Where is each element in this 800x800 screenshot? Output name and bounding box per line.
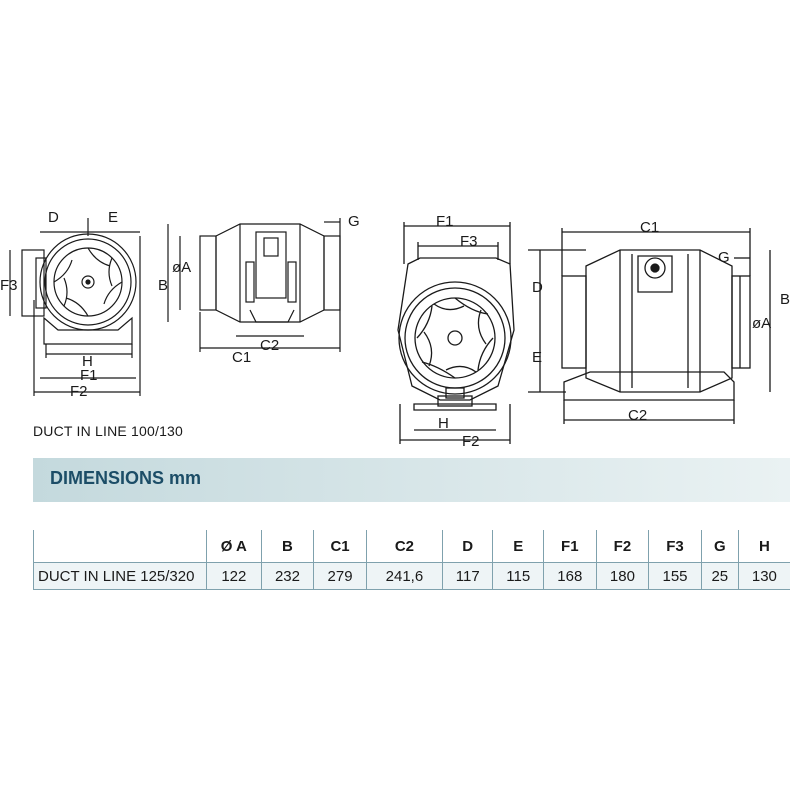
dim-label-g: G	[348, 213, 360, 230]
table-cell: 232	[260, 562, 314, 590]
dim-label-oa: øA	[752, 315, 771, 332]
table-header-cell: D	[441, 530, 493, 563]
table-cell: 180	[595, 562, 649, 590]
dim-label-c2: C2	[260, 337, 279, 354]
dim-label-c1: C1	[232, 349, 251, 366]
table-header-cell: F3	[648, 530, 702, 563]
dim-label-h: H	[438, 415, 449, 432]
dim-label-e: E	[108, 209, 118, 226]
dimensions-unit: mm	[169, 468, 202, 488]
table-header-empty	[33, 530, 207, 563]
dim-label-f2: F2	[70, 383, 88, 400]
dim-label-e: E	[532, 349, 542, 366]
dimensions-title-text: DIMENSIONS	[50, 468, 165, 488]
dim-label-f2: F2	[462, 433, 480, 450]
table-header-cell: G	[700, 530, 739, 563]
table-cell: 130	[737, 562, 790, 590]
table-header-row: Ø A B C1 C2 D E F1 F2 F3 G H	[33, 530, 790, 563]
front-view-small	[9, 218, 141, 396]
dim-label-f3: F3	[0, 277, 18, 294]
technical-drawings: D E F3 H F1 F2 G B øA C2 C1	[0, 209, 790, 450]
dim-label-d: D	[48, 209, 59, 226]
table-header-cell: H	[737, 530, 790, 563]
table-cell: 25	[700, 562, 739, 590]
table-header-cell: Ø A	[206, 530, 262, 563]
table-cell: 122	[206, 562, 262, 590]
dim-label-f1: F1	[80, 367, 98, 384]
dimensions-title: DIMENSIONS mm	[50, 468, 201, 489]
table-header-cell: C2	[365, 530, 443, 563]
dim-label-f1: F1	[436, 213, 454, 230]
table-header-cell: F1	[543, 530, 597, 563]
front-view-small-labels: D E F3 H F1 F2	[0, 209, 118, 400]
side-view-large	[528, 228, 771, 424]
front-view-large	[397, 222, 515, 444]
table-row: DUCT IN LINE 125/320 122 232 279 241,6 1…	[33, 562, 790, 590]
table-header-cell: B	[260, 530, 314, 563]
side-view-small-labels: G B øA C2 C1	[158, 213, 360, 366]
table-cell: 117	[441, 562, 493, 590]
dim-label-g: G	[718, 249, 730, 266]
table-header-cell: E	[492, 530, 544, 563]
dim-label-d: D	[532, 279, 543, 296]
table-row-label: DUCT IN LINE 125/320	[33, 562, 207, 590]
side-view-large-labels: C1 G D B øA E C2	[532, 219, 790, 424]
table-cell: 115	[492, 562, 544, 590]
dimensions-banner	[33, 458, 790, 502]
table-cell: 155	[648, 562, 702, 590]
front-view-large-labels: F1 F3 H F2	[436, 213, 480, 450]
dim-label-b: B	[780, 291, 790, 308]
dim-label-h: H	[82, 353, 93, 370]
dim-label-f3: F3	[460, 233, 478, 250]
table-cell: 168	[543, 562, 597, 590]
drawing-caption: DUCT IN LINE 100/130	[33, 423, 184, 439]
table-header-cell: F2	[595, 530, 649, 563]
table-cell: 279	[313, 562, 367, 590]
table-cell: 241,6	[365, 562, 443, 590]
dimensions-table: Ø A B C1 C2 D E F1 F2 F3 G H DUCT IN LIN…	[33, 530, 790, 590]
table-header-cell: C1	[313, 530, 367, 563]
dim-label-c1: C1	[640, 219, 659, 236]
side-view-small	[167, 218, 341, 352]
dim-label-c2: C2	[628, 407, 647, 424]
dim-label-oa: øA	[172, 259, 191, 276]
dim-label-b: B	[158, 277, 168, 294]
